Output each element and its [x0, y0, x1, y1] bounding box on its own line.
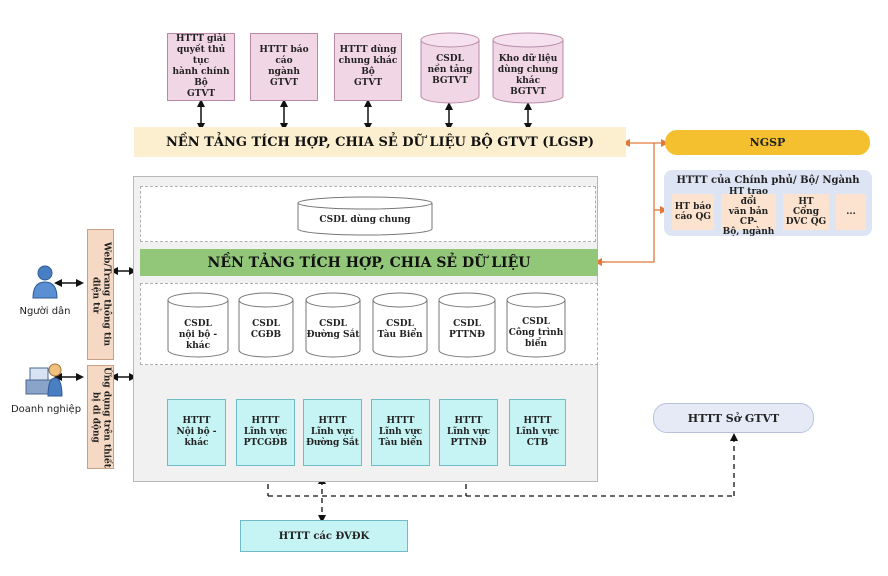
- csdl-noi-bo-cylinder: CSDL nội bộ - khác: [167, 292, 229, 358]
- httt-duong-sat-box: HTTT Lĩnh vực Đường Sắt: [303, 399, 362, 466]
- gov-item-1-label: HT báo cáo QG: [674, 202, 712, 222]
- csdl-cgdb-cylinder: CSDL CGĐB: [238, 292, 294, 358]
- dvdk-box: HTTT các ĐVĐK: [240, 520, 408, 552]
- kho-du-lieu-cylinder: Kho dữ liệu dùng chung khác BGTVT: [492, 32, 564, 104]
- httt-pttnd-label: HTTT Lĩnh vực PTTNĐ: [446, 416, 491, 448]
- mobile-app-box: Ứng dụng trên thiết bị di động: [87, 365, 114, 469]
- so-gtvt-pill: HTTT Sở GTVT: [653, 403, 814, 433]
- ngsp-pill: NGSP: [665, 130, 870, 155]
- cylinder-shape: [492, 32, 564, 104]
- csdl-duong-sat-cylinder: CSDL Đường Sắt: [305, 292, 361, 358]
- citizen-icon: [32, 265, 58, 299]
- csdl-nen-tang-label: CSDL nền tảng BGTVT: [427, 54, 473, 86]
- httt-ptcgdb-label: HTTT Lĩnh vực PTCGĐB: [243, 416, 288, 448]
- httt-bao-cao-label: HTTT báo cáo ngành GTVT: [259, 45, 309, 88]
- csdl-noi-bo-label: CSDL nội bộ - khác: [178, 319, 218, 351]
- cylinder-shape: [305, 292, 361, 358]
- kho-du-lieu-label: Kho dữ liệu dùng chung khác BGTVT: [497, 54, 559, 97]
- csdl-duong-sat-label: CSDL Đường Sắt: [306, 319, 360, 340]
- gov-item-3-label: HT Cổng DVC QG: [785, 197, 827, 227]
- lgsp-bar: NỀN TẢNG TÍCH HỢP, CHIA SẺ DỮ LIỆU BỘ GT…: [134, 127, 626, 157]
- csdl-nen-tang-cylinder: CSDL nền tảng BGTVT: [420, 32, 480, 104]
- cylinder-shape: [238, 292, 294, 358]
- cylinder-shape: [506, 292, 566, 358]
- citizen-label: Người dân: [19, 306, 71, 317]
- httt-pttnd-box: HTTT Lĩnh vực PTTNĐ: [439, 399, 498, 466]
- platform-label: NỀN TẢNG TÍCH HỢP, CHIA SẺ DỮ LIỆU: [207, 254, 531, 271]
- gov-panel-title: HTTT của Chính phủ/ Bộ/ Ngành: [676, 175, 860, 186]
- httt-tau-bien-box: HTTT Lĩnh vực Tàu biển: [371, 399, 430, 466]
- cylinder-shape: [438, 292, 496, 358]
- httt-noi-bo-box: HTTT Nội bộ - khác: [167, 399, 226, 466]
- httt-ptcgdb-box: HTTT Lĩnh vực PTCGĐB: [236, 399, 295, 466]
- httt-tthc-box: HTTT giải quyết thủ tục hành chính Bộ GT…: [167, 33, 235, 101]
- cylinder-shape: [372, 292, 428, 358]
- shared-db-label: CSDL dùng chung: [319, 215, 411, 225]
- cylinder-shape: [167, 292, 229, 358]
- gov-item-4-label: ...: [846, 207, 856, 217]
- csdl-pttnd-cylinder: CSDL PTTNĐ: [438, 292, 496, 358]
- gov-item-2-label: HT trao đổi văn bản CP- Bộ, ngành: [722, 187, 775, 237]
- cylinder-shape: [420, 32, 480, 104]
- so-gtvt-label: HTTT Sở GTVT: [687, 411, 780, 425]
- platform-bar: NỀN TẢNG TÍCH HỢP, CHIA SẺ DỮ LIỆU: [140, 249, 598, 276]
- csdl-cgdb-label: CSDL CGĐB: [250, 319, 282, 340]
- lgsp-label: NỀN TẢNG TÍCH HỢP, CHIA SẺ DỮ LIỆU BỘ GT…: [165, 134, 595, 150]
- httt-dung-chung-box: HTTT dùng chung khác Bộ GTVT: [334, 33, 402, 101]
- web-portal-box: Web/Trang thông tin điện tử: [87, 229, 114, 360]
- httt-bao-cao-box: HTTT báo cáo ngành GTVT: [250, 33, 318, 101]
- gov-item-3: HT Cổng DVC QG: [783, 194, 829, 230]
- httt-dung-chung-label: HTTT dùng chung khác Bộ GTVT: [338, 45, 398, 88]
- httt-duong-sat-label: HTTT Lĩnh vực Đường Sắt: [306, 416, 359, 448]
- httt-ctb-label: HTTT Lĩnh vực CTB: [515, 416, 560, 448]
- web-portal-label: Web/Trang thông tin điện tử: [90, 242, 112, 347]
- csdl-cong-trinh-bien-label: CSDL Công trình biển: [508, 317, 564, 349]
- gov-item-2: HT trao đổi văn bản CP- Bộ, ngành: [721, 187, 776, 237]
- gov-systems-panel: HTTT của Chính phủ/ Bộ/ Ngành HT báo cáo…: [664, 170, 872, 237]
- dvdk-label: HTTT các ĐVĐK: [278, 530, 370, 542]
- gov-item-1: HT báo cáo QG: [672, 194, 714, 230]
- business-person-icon: [25, 363, 63, 397]
- shared-db-cylinder: CSDL dùng chung: [297, 196, 433, 236]
- httt-tau-bien-label: HTTT Lĩnh vực Tàu biển: [378, 416, 423, 448]
- csdl-tau-bien-label: CSDL Tàu Biển: [377, 319, 423, 340]
- csdl-cong-trinh-bien-cylinder: CSDL Công trình biển: [506, 292, 566, 358]
- csdl-tau-bien-cylinder: CSDL Tàu Biển: [372, 292, 428, 358]
- ngsp-label: NGSP: [749, 136, 786, 149]
- mobile-app-label: Ứng dụng trên thiết bị di động: [90, 366, 112, 468]
- gov-item-4: ...: [836, 194, 866, 230]
- httt-ctb-box: HTTT Lĩnh vực CTB: [509, 399, 566, 466]
- httt-noi-bo-label: HTTT Nội bộ - khác: [176, 416, 217, 448]
- httt-tthc-label: HTTT giải quyết thủ tục hành chính Bộ GT…: [172, 34, 230, 99]
- cylinder-shape: [297, 196, 433, 236]
- business-label: Doanh nghiệp: [10, 404, 82, 415]
- csdl-pttnd-label: CSDL PTTNĐ: [449, 319, 485, 340]
